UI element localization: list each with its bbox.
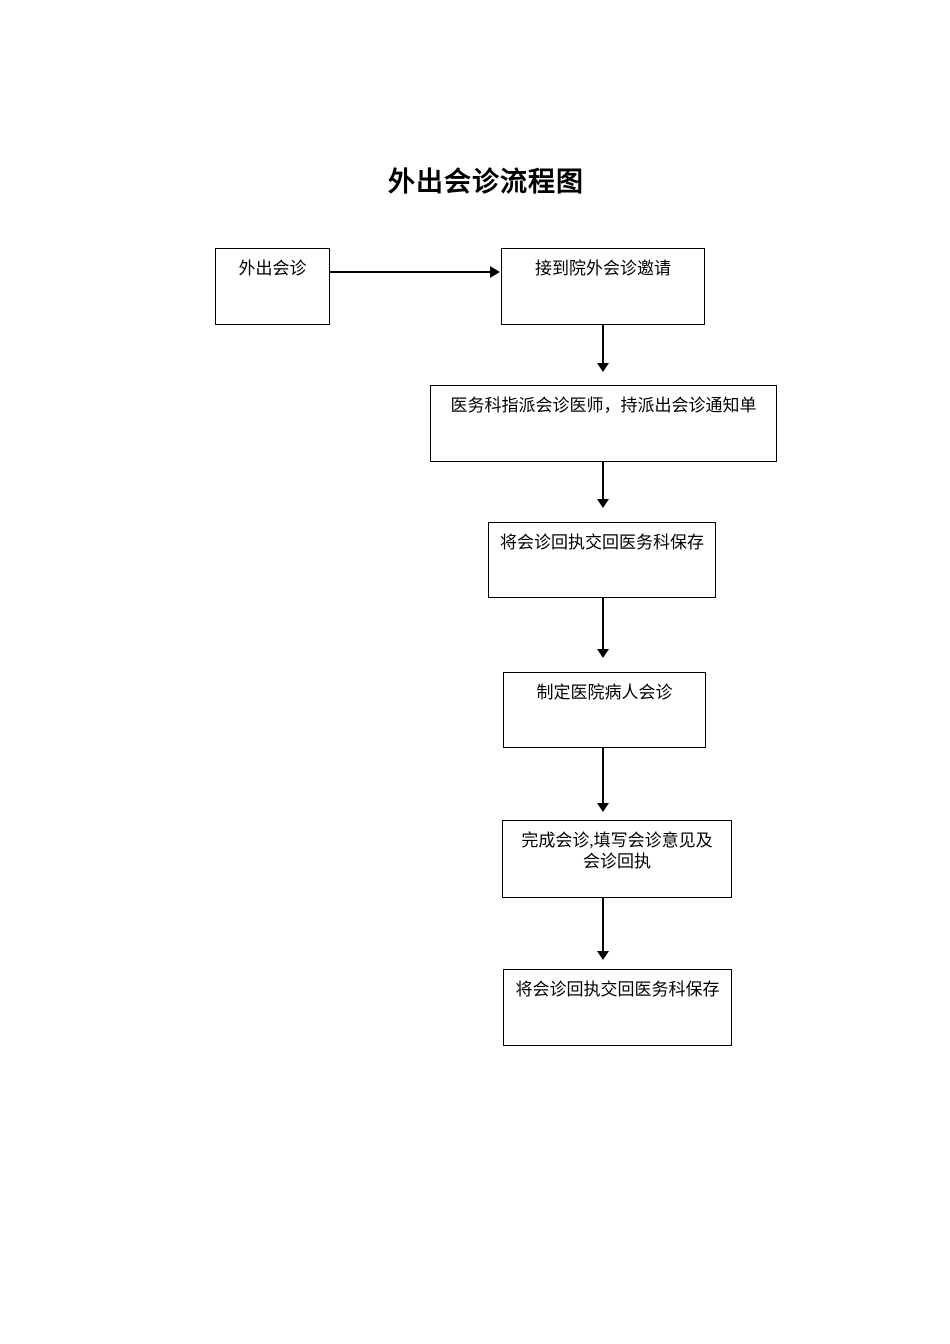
arrowhead-down-icon: [597, 499, 609, 508]
flow-node-start: 外出会诊: [215, 248, 330, 325]
arrowhead-down-icon: [597, 363, 609, 372]
arrow-line: [602, 598, 604, 649]
arrowhead-down-icon: [597, 803, 609, 812]
arrow-complete-to-return2: [597, 898, 609, 960]
arrowhead-down-icon: [597, 649, 609, 658]
flow-node-label: 将会诊回执交回医务科保存: [515, 980, 720, 999]
flow-node-label: 接到院外会诊邀请: [535, 259, 671, 278]
arrowhead-right-icon: [490, 266, 500, 278]
flow-node-assign-doctor: 医务科指派会诊医师，持派出会诊通知单: [430, 385, 777, 462]
flow-node-schedule-consultation: 制定医院病人会诊: [503, 672, 706, 748]
arrow-line: [602, 748, 604, 803]
arrowhead-down-icon: [597, 951, 609, 960]
flow-node-label: 外出会诊: [238, 259, 307, 278]
arrow-start-to-receive: [330, 266, 500, 278]
arrow-line: [602, 462, 604, 499]
flow-node-label: 完成会诊,填写会诊意见及会诊回执: [521, 831, 713, 871]
flow-node-label: 制定医院病人会诊: [536, 683, 673, 702]
arrow-schedule-to-complete: [597, 748, 609, 812]
arrow-return1-to-schedule: [597, 598, 609, 658]
arrow-line: [602, 898, 604, 951]
flow-node-label: 医务科指派会诊医师，持派出会诊通知单: [450, 396, 757, 415]
arrow-assign-to-return1: [597, 462, 609, 508]
arrow-line: [602, 325, 604, 363]
arrow-receive-to-assign: [597, 325, 609, 372]
page-title: 外出会诊流程图: [388, 167, 584, 197]
arrow-line: [330, 271, 491, 273]
flow-node-return-receipt-1: 将会诊回执交回医务科保存: [488, 522, 716, 598]
flow-node-complete-consultation: 完成会诊,填写会诊意见及会诊回执: [502, 820, 732, 898]
flow-node-label: 将会诊回执交回医务科保存: [500, 533, 704, 552]
flow-node-return-receipt-2: 将会诊回执交回医务科保存: [503, 969, 732, 1046]
flow-node-receive-invitation: 接到院外会诊邀请: [501, 248, 705, 325]
